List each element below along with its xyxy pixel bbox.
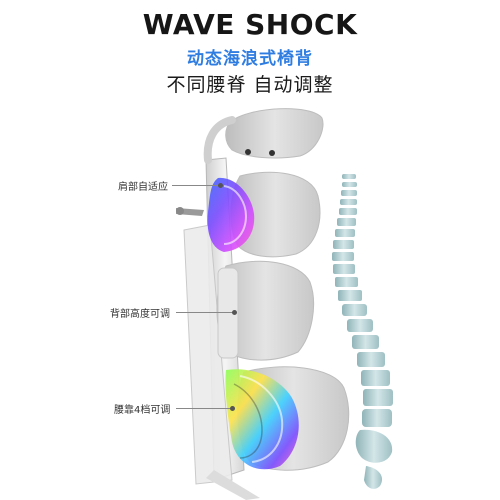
headrest <box>225 108 324 159</box>
callout-back-height: 背部高度可调 <box>110 309 170 320</box>
callout-back-height-dot <box>232 310 237 315</box>
callout-lumbar: 腰靠4档可调 <box>114 405 171 416</box>
tagline: 不同腰脊 自动调整 <box>166 74 334 96</box>
subtitle: 动态海浪式椅背 <box>187 49 313 69</box>
lumbar-wave-band <box>225 369 299 470</box>
callout-shoulder: 肩部自适应 <box>118 182 168 193</box>
spine-illustration <box>332 174 393 489</box>
callout-lumbar-dot <box>230 406 235 411</box>
callout-shoulder-line <box>172 185 220 186</box>
callout-shoulder-dot <box>218 183 223 188</box>
shoulder-wave-band <box>207 177 255 252</box>
page-title: WAVE SHOCK <box>142 8 358 41</box>
callout-back-height-line <box>176 312 234 313</box>
callout-lumbar-line <box>176 408 232 409</box>
